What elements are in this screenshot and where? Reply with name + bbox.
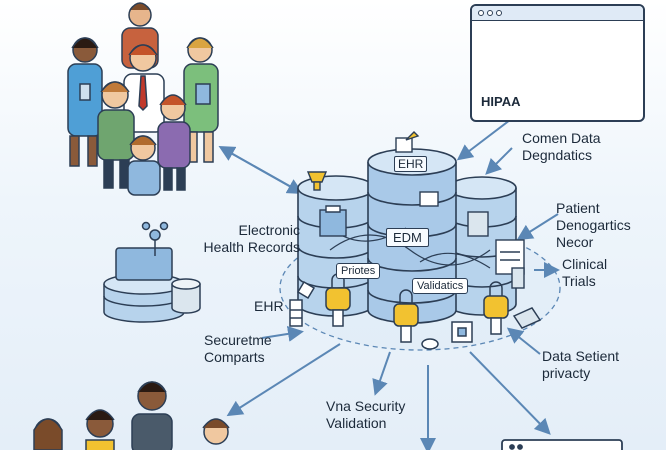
label-line: Degndatics	[522, 147, 593, 163]
label-line: Validation	[326, 415, 387, 431]
label-line: Comparts	[204, 349, 265, 365]
center-ehr-label: EHR	[394, 156, 428, 172]
people-group-bottom	[33, 381, 230, 450]
lock-icons	[289, 273, 542, 350]
inner-left-label: Priotes	[336, 263, 381, 279]
label-line: Vna Security	[326, 398, 406, 414]
patient-demographics-label: Patient Denogartics Necor	[556, 200, 631, 251]
cylinder-icons	[306, 131, 525, 289]
window-titlebar	[472, 6, 643, 21]
common-data-label: Comen Data Degndatics	[522, 130, 601, 164]
window-dot	[478, 10, 484, 16]
label-line: Denogartics	[556, 217, 631, 233]
label-line: Clinical	[562, 256, 608, 272]
ehr-records-label: Electronic Health Records	[196, 222, 301, 256]
label-line: Health Records	[203, 239, 301, 255]
window-dot	[496, 10, 502, 16]
label-line: privacty	[542, 365, 591, 381]
label-line: Patient	[556, 200, 600, 216]
hipaa-label: HIPAA	[481, 94, 521, 109]
security-validation-label: Vna Security Validation	[326, 398, 405, 432]
label-line: Necor	[556, 234, 594, 250]
label-line: Securetme	[204, 332, 272, 348]
hipaa-window: HIPAA	[470, 4, 645, 122]
bottom-window	[501, 439, 623, 450]
flow-arrows	[218, 119, 560, 450]
ehr-small-label: EHR	[254, 298, 284, 314]
inner-right-label: Validatics	[412, 278, 469, 294]
label-line: Data Setient	[542, 348, 620, 364]
secure-compartments-label: Securetme Comparts	[204, 332, 272, 366]
clinical-trials-label: Clinical Trials	[562, 256, 607, 290]
label-line: Comen Data	[522, 130, 601, 146]
people-group-top	[67, 2, 219, 196]
data-privacy-label: Data Setient privacty	[542, 348, 619, 382]
window-dot	[487, 10, 493, 16]
center-edm-label: EDM	[386, 228, 429, 247]
label-line: Electronic	[238, 222, 300, 238]
left-database-stack	[103, 221, 201, 323]
label-line: Trials	[562, 273, 596, 289]
